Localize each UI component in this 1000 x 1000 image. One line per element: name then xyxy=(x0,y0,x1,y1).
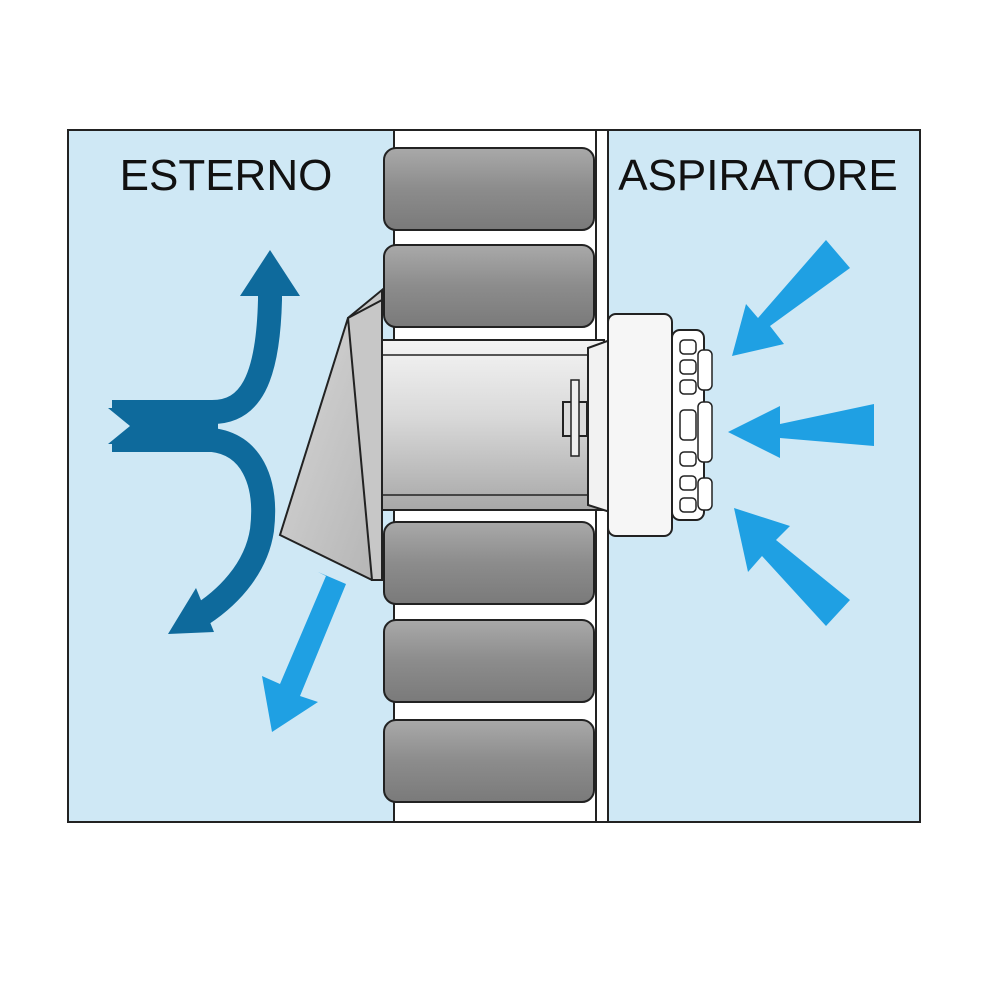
intake-arrow-icon xyxy=(734,508,850,626)
fan-grille xyxy=(671,329,713,521)
wall-block xyxy=(383,521,595,605)
duct-fan-icon xyxy=(278,287,713,581)
outflow-arrow-icon xyxy=(262,572,346,732)
wall-block xyxy=(383,619,595,703)
intake-arrow-icon xyxy=(732,240,850,356)
fan-housing xyxy=(607,313,673,537)
wall-block xyxy=(383,244,595,328)
intake-arrow-icon xyxy=(728,404,874,458)
wall-block xyxy=(383,719,595,803)
wall-block xyxy=(383,147,595,231)
split-exhaust-arrow-icon xyxy=(108,250,300,634)
outside-label: ESTERNO xyxy=(120,151,333,200)
fan-label: ASPIRATORE xyxy=(618,151,898,200)
